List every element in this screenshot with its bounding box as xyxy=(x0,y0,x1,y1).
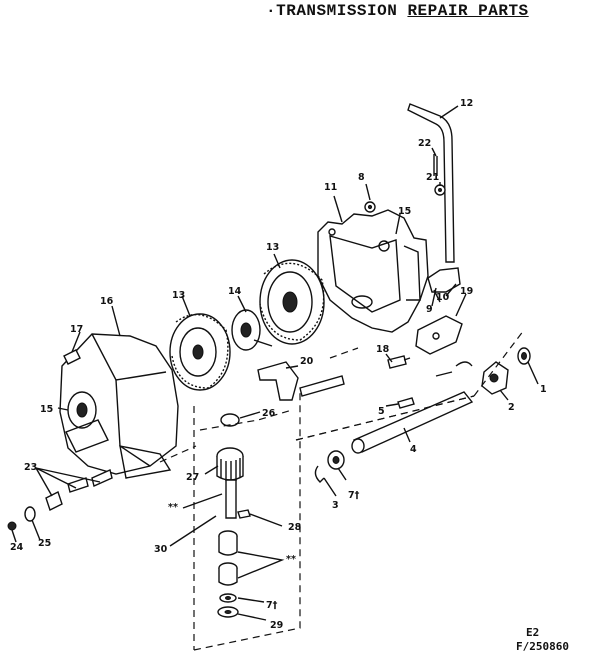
figure-number: F/250860 xyxy=(516,640,569,653)
case-half-left xyxy=(59,333,179,479)
callout-c21: 21 xyxy=(426,172,439,183)
callout-c2: 2 xyxy=(508,402,515,413)
callout-cstar1: ** xyxy=(168,502,178,513)
callout-c5: 5 xyxy=(378,406,385,417)
spur-gear-lower xyxy=(169,313,231,391)
callout-c7b: 7† xyxy=(266,600,278,611)
washer-25 xyxy=(24,506,36,522)
callout-c11: 11 xyxy=(324,182,337,193)
title-word-2: REPAIR PARTS xyxy=(407,2,529,20)
spring-pin xyxy=(433,154,438,176)
callout-c24: 24 xyxy=(10,542,24,553)
callout-c10: 10 xyxy=(436,292,450,303)
bolt-24 xyxy=(7,521,17,531)
small-clip xyxy=(435,361,473,377)
callout-c15b: 15 xyxy=(40,404,53,415)
page-code: E2 xyxy=(526,626,540,639)
diagram-title: ·TRANSMISSION REPAIR PARTS xyxy=(266,2,529,20)
bushing-upper xyxy=(218,530,238,556)
callout-c28: 28 xyxy=(288,522,302,533)
title-word-1: TRANSMISSION xyxy=(276,2,398,20)
title-dot: · xyxy=(266,2,277,20)
callout-c30: 30 xyxy=(154,544,168,555)
pin-28 xyxy=(237,509,251,519)
ring-26 xyxy=(220,413,240,427)
callout-c14: 14 xyxy=(228,286,242,297)
callout-c1: 1 xyxy=(540,384,547,395)
shift-bracket-19 xyxy=(415,315,463,355)
callout-c27: 27 xyxy=(186,472,199,483)
pinion-shaft-27 xyxy=(216,447,244,519)
callout-c7a: 7† xyxy=(348,490,360,501)
callout-c12: 12 xyxy=(460,98,473,109)
callout-c22: 22 xyxy=(418,138,431,149)
callout-c23: 23 xyxy=(24,462,37,473)
ring-gear-upper xyxy=(259,259,325,345)
shift-fork xyxy=(427,267,461,307)
callout-c18: 18 xyxy=(376,344,390,355)
bevel-gear xyxy=(231,309,273,351)
callout-c13a: 13 xyxy=(266,242,279,253)
callout-leaders xyxy=(11,105,539,621)
fork-20 xyxy=(257,361,299,401)
retainer-3 xyxy=(314,465,325,483)
callout-c25: 25 xyxy=(38,538,51,549)
key-5 xyxy=(397,397,415,409)
callout-c26: 26 xyxy=(262,408,276,419)
nut-8 xyxy=(364,201,376,213)
callout-c15a: 15 xyxy=(398,206,411,217)
callout-c9: 9 xyxy=(426,304,433,315)
hub-2 xyxy=(481,361,509,395)
callout-c16: 16 xyxy=(100,296,114,307)
exploded-view-guides xyxy=(159,329,525,651)
callout-c17: 17 xyxy=(70,324,83,335)
callout-c20: 20 xyxy=(300,356,314,367)
callout-c3: 3 xyxy=(332,500,339,511)
bushing-lower xyxy=(218,562,238,586)
case-half-right xyxy=(317,209,429,333)
washer-7-lower xyxy=(219,593,237,603)
callout-c8: 8 xyxy=(358,172,365,183)
axle-shaft xyxy=(299,375,345,397)
linkage-23 xyxy=(45,469,113,511)
callout-c19: 19 xyxy=(460,286,473,297)
callout-c4: 4 xyxy=(410,444,417,455)
callout-c29: 29 xyxy=(270,620,283,631)
washer-1 xyxy=(517,347,531,365)
washer-29 xyxy=(217,606,239,618)
bolt-18 xyxy=(387,355,411,369)
small-washer-21 xyxy=(434,184,446,196)
callout-c13b: 13 xyxy=(172,290,185,301)
washer-7-upper xyxy=(327,450,345,470)
callout-cstar2: ** xyxy=(286,554,296,565)
shift-lever xyxy=(407,103,455,263)
